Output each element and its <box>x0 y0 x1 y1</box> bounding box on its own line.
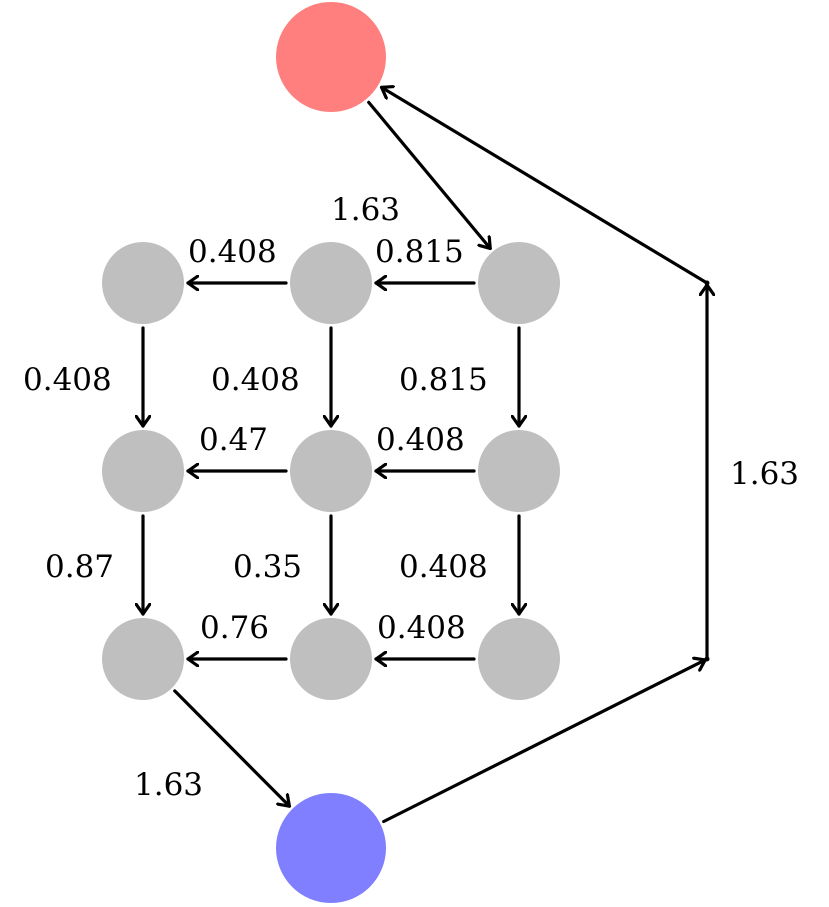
node-w1 <box>704 280 710 286</box>
node-n23 <box>478 430 560 512</box>
edge-label-n22-n32: 0.35 <box>233 549 302 585</box>
edge-source-to-n13 <box>367 100 492 251</box>
edge-n31-to-sink <box>173 689 291 808</box>
edge-label-n12-n22: 0.408 <box>211 362 300 398</box>
node-n12 <box>290 242 372 324</box>
node-n32 <box>290 618 372 700</box>
edge-label-n11-n21: 0.408 <box>23 362 112 398</box>
edge-label-n22-n21: 0.47 <box>199 422 268 458</box>
node-n31 <box>102 618 184 700</box>
edge-w1-to-source <box>379 87 709 285</box>
node-n33 <box>478 618 560 700</box>
edge-label-source-n13: 1.63 <box>331 192 400 228</box>
node-source <box>276 2 386 112</box>
edge-label-n23-n22: 0.408 <box>376 422 465 458</box>
edge-label-n33-n32: 0.408 <box>377 610 466 646</box>
node-sink <box>276 793 386 903</box>
node-n21 <box>102 430 184 512</box>
edge-label-n32-n31: 0.76 <box>200 610 269 646</box>
labels-layer: 1.63 0.815 0.408 0.408 0.408 0.815 0.47 0.408 0.… <box>23 192 799 803</box>
edge-label-n13-n23: 0.815 <box>399 362 488 398</box>
edges-layer <box>143 87 709 824</box>
edge-label-n13-n12: 0.815 <box>375 234 464 270</box>
edge-label-w2-w1: 1.63 <box>730 456 799 492</box>
edge-label-n23-n33: 0.408 <box>399 549 488 585</box>
edge-label-n12-n11: 0.408 <box>188 234 277 270</box>
nodes-layer <box>102 2 710 903</box>
edge-label-n21-n31: 0.87 <box>45 549 114 585</box>
node-n22 <box>290 430 372 512</box>
node-w2 <box>704 656 710 662</box>
edge-label-n31-sink: 1.63 <box>134 767 203 803</box>
edge-sink-to-w2 <box>382 660 707 824</box>
node-n13 <box>478 242 560 324</box>
node-n11 <box>102 242 184 324</box>
